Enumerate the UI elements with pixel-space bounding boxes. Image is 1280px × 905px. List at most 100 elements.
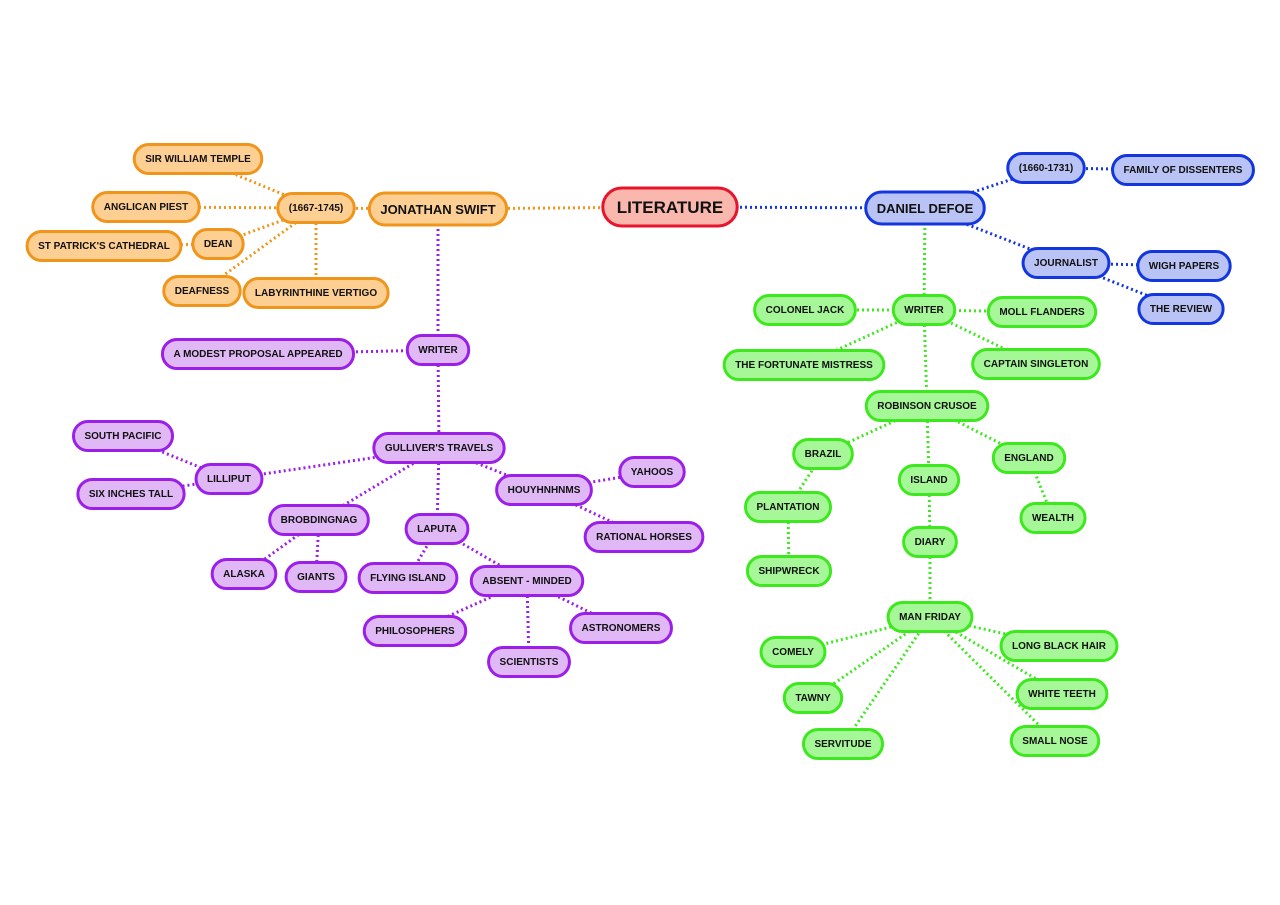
node-pill-tawny [782, 682, 844, 714]
node-pill-small-nose [1009, 725, 1101, 757]
node-the-review[interactable]: THE REVIEW [1137, 293, 1225, 325]
node-cathedral[interactable]: ST PATRICK'S CATHEDRAL [25, 230, 183, 262]
node-servitude[interactable]: SERVITUDE [801, 728, 885, 760]
node-pill-plantation [744, 491, 832, 523]
node-swift[interactable]: JONATHAN SWIFT [367, 191, 509, 227]
node-island[interactable]: ISLAND [897, 464, 961, 496]
link-houyhnhnms-to-rational-horses [543, 488, 645, 539]
node-defoe[interactable]: DANIEL DEFOE [864, 190, 986, 226]
node-label-colonel-jack: COLONEL JACK [766, 305, 845, 316]
node-small-nose[interactable]: SMALL NOSE [1009, 725, 1101, 757]
node-pill-gulliver [372, 432, 506, 464]
node-giants[interactable]: GIANTS [284, 561, 348, 593]
node-scientists[interactable]: SCIENTISTS [487, 646, 571, 678]
node-wealth[interactable]: WEALTH [1019, 502, 1087, 534]
node-england[interactable]: ENGLAND [991, 442, 1067, 474]
node-label-lilliput: LILLIPUT [207, 474, 251, 485]
node-astronomers[interactable]: ASTRONOMERS [569, 612, 673, 644]
node-swift-writer[interactable]: WRITER [405, 334, 471, 366]
node-absent-minded[interactable]: ABSENT - MINDED [469, 565, 585, 597]
node-laputa[interactable]: LAPUTA [404, 513, 470, 545]
node-label-philosophers: PHILOSOPHERS [375, 626, 455, 637]
node-brazil[interactable]: BRAZIL [792, 438, 854, 470]
node-captain-singleton[interactable]: CAPTAIN SINGLETON [971, 348, 1101, 380]
node-wigh-papers[interactable]: WIGH PAPERS [1136, 250, 1232, 282]
node-alaska[interactable]: ALASKA [210, 558, 278, 590]
node-label-swift: JONATHAN SWIFT [380, 202, 495, 217]
node-pill-moll-flanders [986, 296, 1098, 328]
node-modest[interactable]: A MODEST PROPOSAL APPEARED [160, 338, 356, 370]
node-south-pacific[interactable]: SOUTH PACIFIC [71, 420, 175, 452]
node-vertigo[interactable]: LABYRINTHINE VERTIGO [242, 277, 390, 309]
node-lilliput[interactable]: LILLIPUT [194, 463, 264, 495]
node-pill-rational-horses [583, 521, 705, 553]
node-deafness[interactable]: DEAFNESS [162, 275, 242, 307]
node-label-absent-minded: ABSENT - MINDED [482, 576, 571, 587]
node-moll-flanders[interactable]: MOLL FLANDERS [986, 296, 1098, 328]
node-defoe-dates[interactable]: (1660-1731) [1006, 152, 1086, 184]
node-pill-servitude [801, 728, 885, 760]
node-pill-robinson [864, 390, 990, 422]
node-label-swift-dates: (1667-1745) [289, 203, 343, 214]
node-temple[interactable]: SIR WILLIAM TEMPLE [132, 143, 264, 175]
node-label-tawny: TAWNY [795, 693, 831, 704]
node-tawny[interactable]: TAWNY [782, 682, 844, 714]
node-label-literature: LITERATURE [617, 198, 723, 217]
link-swift-writer-to-gulliver [436, 349, 441, 449]
link-man-friday-to-tawny [812, 615, 931, 700]
node-flying-island[interactable]: FLYING ISLAND [357, 562, 459, 594]
node-six-inches[interactable]: SIX INCHES TALL [76, 478, 186, 510]
node-fortunate-mistress[interactable]: THE FORTUNATE MISTRESS [722, 349, 886, 381]
node-pill-literature [601, 186, 739, 228]
node-comely[interactable]: COMELY [759, 636, 827, 668]
node-journalist[interactable]: JOURNALIST [1021, 247, 1111, 279]
node-label-plantation: PLANTATION [757, 502, 820, 513]
node-houyhnhnms[interactable]: HOUYHNHNMS [495, 474, 593, 506]
node-pill-six-inches [76, 478, 186, 510]
node-label-anglican: ANGLICAN PIEST [104, 202, 188, 213]
node-brobdingnag[interactable]: BROBDINGNAG [268, 504, 370, 536]
node-label-cathedral: ST PATRICK'S CATHEDRAL [38, 241, 170, 252]
node-label-flying-island: FLYING ISLAND [370, 573, 446, 584]
node-pill-laputa [404, 513, 470, 545]
node-pill-island [897, 464, 961, 496]
node-pill-captain-singleton [971, 348, 1101, 380]
node-colonel-jack[interactable]: COLONEL JACK [753, 294, 857, 326]
node-man-friday[interactable]: MAN FRIDAY [886, 601, 974, 633]
node-label-servitude: SERVITUDE [814, 739, 871, 750]
node-gulliver[interactable]: GULLIVER'S TRAVELS [372, 432, 506, 464]
node-pill-comely [759, 636, 827, 668]
node-pill-wigh-papers [1136, 250, 1232, 282]
node-rational-horses[interactable]: RATIONAL HORSES [583, 521, 705, 553]
node-yahoos[interactable]: YAHOOS [618, 456, 686, 488]
link-gulliver-to-laputa [435, 447, 441, 530]
node-pill-temple [132, 143, 264, 175]
link-gulliver-to-houyhnhnms [438, 446, 545, 492]
node-philosophers[interactable]: PHILOSOPHERS [362, 615, 468, 647]
node-pill-brazil [792, 438, 854, 470]
node-pill-defoe-dates [1006, 152, 1086, 184]
node-label-the-review: THE REVIEW [1150, 304, 1213, 315]
node-diary[interactable]: DIARY [902, 526, 958, 558]
node-pill-diary [902, 526, 958, 558]
node-label-swift-writer: WRITER [418, 345, 458, 356]
nodes-layer: LITERATURE JONATHAN SWIFT (1667-1745) SIR W… [25, 143, 1255, 760]
node-label-houyhnhnms: HOUYHNHNMS [508, 485, 581, 496]
node-pill-giants [284, 561, 348, 593]
node-anglican[interactable]: ANGLICAN PIEST [91, 191, 201, 223]
node-robinson[interactable]: ROBINSON CRUSOE [864, 390, 990, 422]
node-white-teeth[interactable]: WHITE TEETH [1015, 678, 1109, 710]
link-man-friday-to-small-nose [928, 615, 1057, 743]
node-shipwreck[interactable]: SHIPWRECK [745, 555, 833, 587]
node-dissenters[interactable]: FAMILY OF DISSENTERS [1111, 154, 1255, 186]
node-literature[interactable]: LITERATURE [601, 186, 739, 228]
node-pill-swift-writer [405, 334, 471, 366]
node-dean[interactable]: DEAN [191, 228, 245, 260]
node-swift-dates[interactable]: (1667-1745) [276, 192, 356, 224]
node-defoe-writer[interactable]: WRITER [891, 294, 957, 326]
node-plantation[interactable]: PLANTATION [744, 491, 832, 523]
node-label-moll-flanders: MOLL FLANDERS [999, 307, 1085, 318]
node-label-wealth: WEALTH [1032, 513, 1074, 524]
node-long-black-hair[interactable]: LONG BLACK HAIR [999, 630, 1119, 662]
node-pill-yahoos [618, 456, 686, 488]
